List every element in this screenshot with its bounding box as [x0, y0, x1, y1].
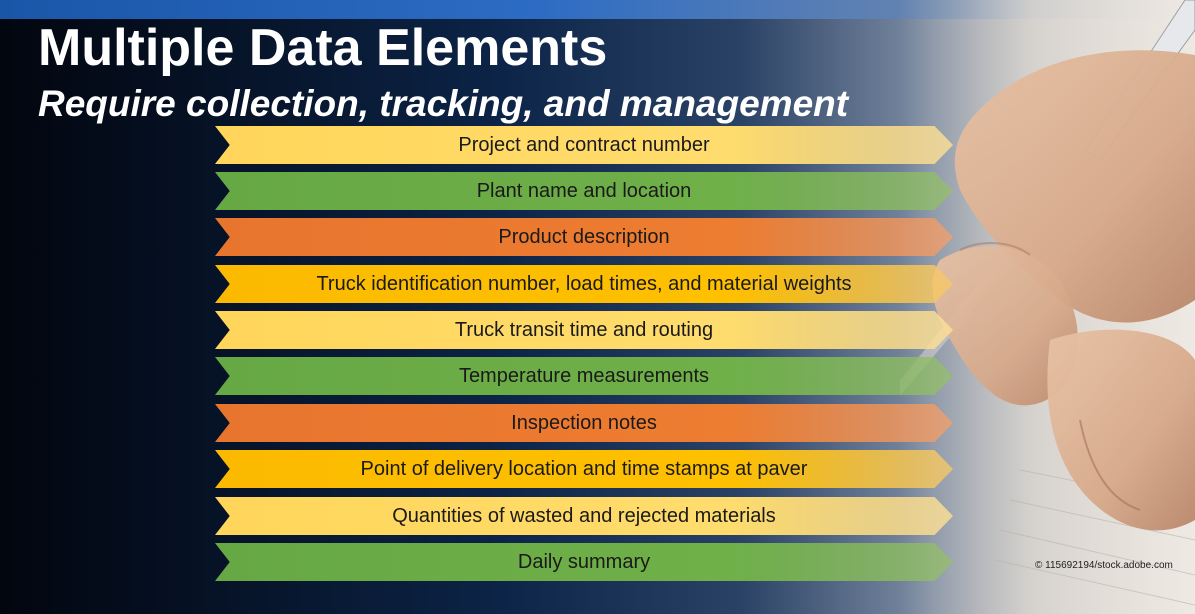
list-item-project-contract: Project and contract number	[215, 126, 953, 164]
list-item-label: Product description	[498, 225, 670, 248]
list-item-quantities: Quantities of wasted and rejected materi…	[215, 497, 953, 535]
list-item-delivery: Point of delivery location and time stam…	[215, 450, 953, 488]
list-item-label: Truck identification number, load times,…	[316, 272, 852, 295]
image-credit: © 115692194/stock.adobe.com	[1035, 560, 1173, 571]
hand-with-pen-photo	[900, 0, 1195, 614]
list-item-plant: Plant name and location	[215, 172, 953, 210]
list-item-label: Plant name and location	[476, 179, 692, 202]
list-item-label: Point of delivery location and time stam…	[360, 457, 808, 480]
top-accent-bar	[0, 0, 1195, 19]
list-item-label: Quantities of wasted and rejected materi…	[392, 504, 776, 527]
list-item-transit: Truck transit time and routing	[215, 311, 953, 349]
list-item-label: Truck transit time and routing	[454, 318, 714, 341]
list-item-label: Inspection notes	[511, 411, 657, 434]
list-item-truck-id: Truck identification number, load times,…	[215, 265, 953, 303]
list-item-label: Daily summary	[517, 550, 651, 573]
list-item-inspection: Inspection notes	[215, 404, 953, 442]
list-item-label: Project and contract number	[458, 133, 710, 156]
list-item-label: Temperature measurements	[458, 364, 710, 387]
list-item-temperature: Temperature measurements	[215, 357, 953, 395]
list-item-daily-summary: Daily summary	[215, 543, 953, 581]
slide-subtitle: Require collection, tracking, and manage…	[38, 83, 849, 124]
list-item-product: Product description	[215, 218, 953, 256]
slide-title: Multiple Data Elements	[38, 19, 608, 77]
